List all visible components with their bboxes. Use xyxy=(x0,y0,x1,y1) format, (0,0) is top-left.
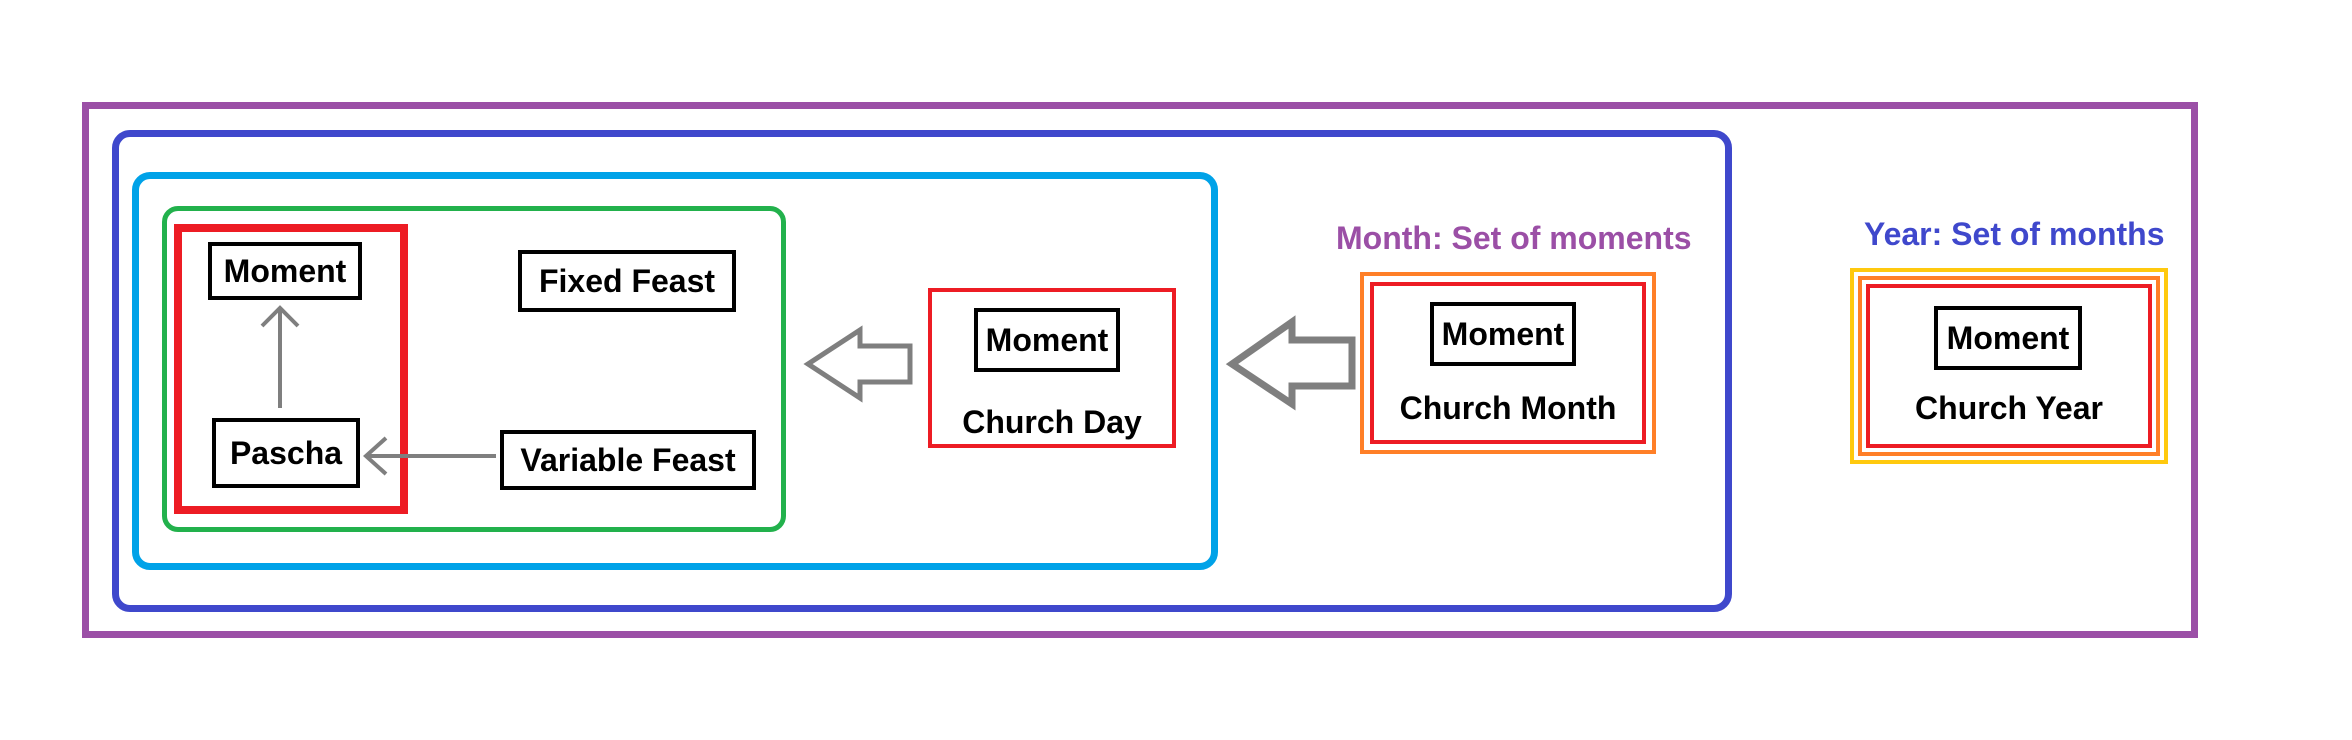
church-year-node-mid xyxy=(1858,276,2160,456)
pascha-to-moment-arrow xyxy=(260,305,300,408)
feast-container xyxy=(162,206,786,532)
year-container xyxy=(82,102,2198,638)
month-label: Month: Set of moments xyxy=(1336,220,1692,256)
day-to-feast-arrow xyxy=(803,325,913,403)
day-moment-node: Moment xyxy=(974,308,1120,372)
church-month-node xyxy=(1370,282,1646,444)
fixed-feast-node: Fixed Feast xyxy=(518,250,736,312)
church-year-node-outer xyxy=(1850,268,2168,464)
variable-feast-node: Variable Feast xyxy=(500,430,756,490)
month-to-day-arrow xyxy=(1225,315,1356,411)
variable-to-pascha-arrow xyxy=(363,436,496,476)
year-label: Year: Set of months xyxy=(1864,216,2165,252)
pascha-node: Pascha xyxy=(212,418,360,488)
pascha-group xyxy=(174,224,408,514)
church-year-label: Church Year xyxy=(1915,390,2103,426)
month-container xyxy=(112,130,1732,612)
day-container xyxy=(132,172,1218,570)
church-day-label: Church Day xyxy=(962,404,1142,440)
year-moment-node: Moment xyxy=(1934,306,2082,370)
church-month-node-outer xyxy=(1360,272,1656,454)
church-month-label: Church Month xyxy=(1399,390,1617,426)
church-year-node xyxy=(1866,284,2152,448)
month-moment-node: Moment xyxy=(1430,302,1576,366)
church-day-node xyxy=(928,288,1176,448)
pascha-moment-node: Moment xyxy=(208,242,362,300)
